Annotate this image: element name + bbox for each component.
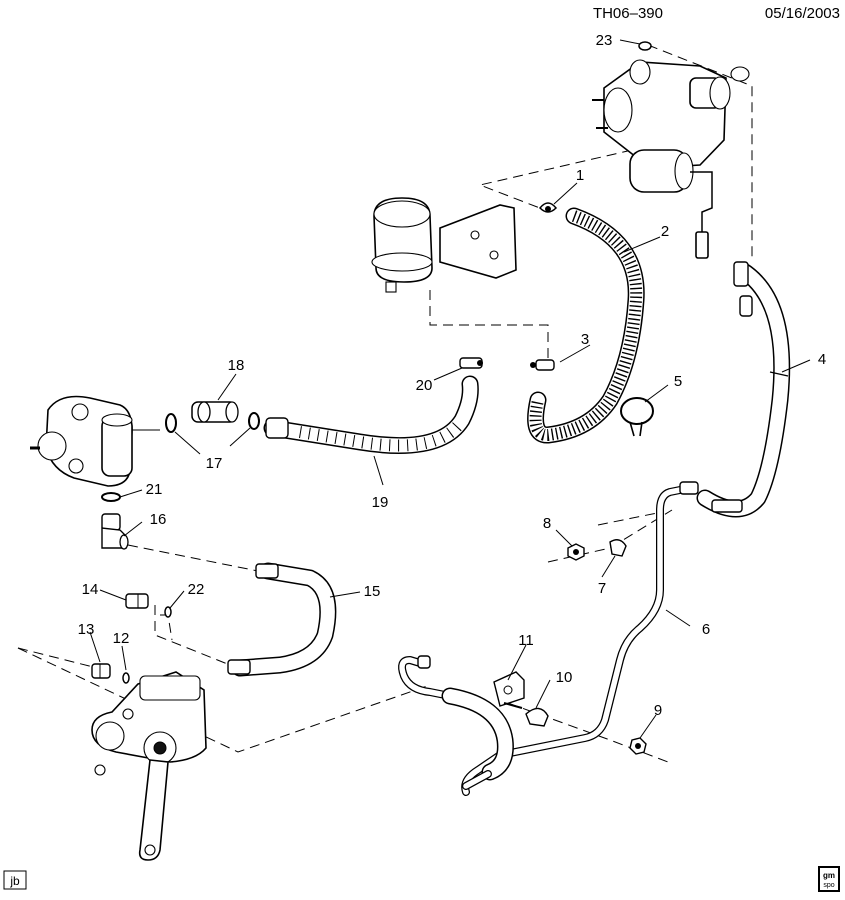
nut-9 xyxy=(629,737,647,755)
steering-gear xyxy=(91,671,207,861)
callout-15: 15 xyxy=(364,583,381,600)
callout-13: 13 xyxy=(78,621,95,638)
power-steering-pump xyxy=(30,395,160,487)
o-ring-12 xyxy=(122,672,130,684)
callout-21: 21 xyxy=(146,481,163,498)
callout-20: 20 xyxy=(416,377,433,394)
fitting-18 xyxy=(191,401,239,423)
o-ring-17a xyxy=(165,413,177,433)
o-ring-23 xyxy=(638,41,652,51)
callout-5: 5 xyxy=(674,373,682,390)
drawing-code: TH06–390 xyxy=(593,5,663,22)
clip-7 xyxy=(609,539,627,557)
callout-18: 18 xyxy=(228,357,245,374)
bracket-11 xyxy=(493,671,525,707)
callout-17: 17 xyxy=(206,455,223,472)
spring-clamp-5 xyxy=(620,397,654,437)
fitting-14 xyxy=(125,593,149,609)
callout-14: 14 xyxy=(82,581,99,598)
o-ring-17b xyxy=(248,412,260,430)
steel-line-6 xyxy=(461,481,699,796)
callout-4: 4 xyxy=(818,351,826,368)
callout-10: 10 xyxy=(556,669,573,686)
callout-labels: 23 1 2 3 4 5 6 7 8 9 10 11 12 13 14 15 1… xyxy=(78,32,827,719)
callout-16: 16 xyxy=(150,511,167,528)
callout-2: 2 xyxy=(661,223,669,240)
o-ring-22 xyxy=(164,606,172,618)
hose-clamp-3 xyxy=(530,359,555,371)
fitting-13 xyxy=(91,663,111,679)
clip-10 xyxy=(503,702,549,727)
callout-3: 3 xyxy=(581,331,589,348)
return-hose-2 xyxy=(527,207,645,444)
hose-clamp-20 xyxy=(459,357,483,369)
callout-12: 12 xyxy=(113,630,130,647)
callout-23: 23 xyxy=(596,32,613,49)
fitting-16 xyxy=(101,513,129,550)
initials-box: jb xyxy=(3,870,27,890)
assembly-guide-lines xyxy=(17,44,753,763)
logo-top-text: gm xyxy=(823,871,835,880)
callout-7: 7 xyxy=(598,580,606,597)
o-ring-21 xyxy=(101,492,121,502)
hose-clamp-1 xyxy=(538,202,558,213)
pressure-hose-4 xyxy=(696,261,791,518)
nut-8 xyxy=(567,543,585,561)
logo-bottom-text: spo xyxy=(823,882,834,889)
callout-8: 8 xyxy=(543,515,551,532)
drawing-date: 05/16/2003 xyxy=(765,5,840,22)
leader-lines xyxy=(89,39,811,739)
fluid-reservoir xyxy=(371,197,517,293)
callout-9: 9 xyxy=(654,702,662,719)
pressure-hose-15 xyxy=(227,562,337,677)
callout-6: 6 xyxy=(702,621,710,638)
callout-11: 11 xyxy=(518,632,534,649)
pump-inlet-hose-19 xyxy=(263,375,479,455)
gmspo-logo: gm spo xyxy=(818,866,840,892)
cooler-line xyxy=(398,655,514,790)
callout-19: 19 xyxy=(372,494,389,511)
hydroboost-booster xyxy=(592,59,750,259)
callout-1: 1 xyxy=(576,167,584,184)
initials-text: jb xyxy=(9,874,20,888)
callout-22: 22 xyxy=(188,581,205,598)
